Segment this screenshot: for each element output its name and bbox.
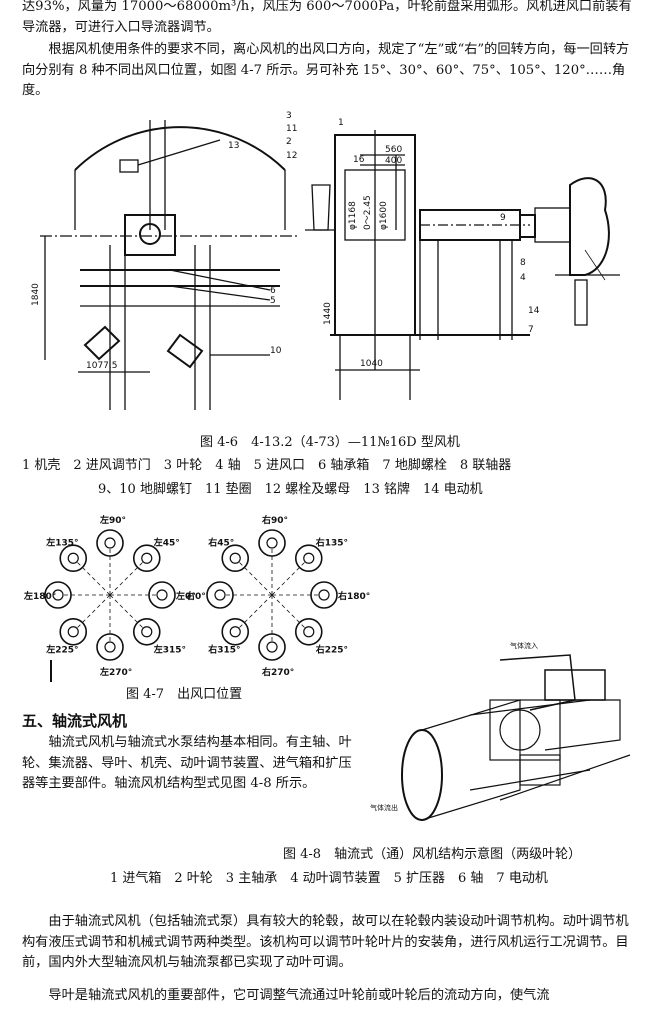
right-outlet-hub — [266, 537, 278, 549]
left-outlet-housing — [44, 581, 72, 609]
paragraph-guide-vane: 导叶是轴流式风机的重要部件，它可调整气流通过叶轮前或叶轮后的流动方向，使气流 — [48, 988, 550, 1003]
right-outlet-housing — [258, 529, 286, 557]
right-outlet-housing — [221, 544, 250, 573]
right-outlet-label: 右0° — [185, 590, 206, 602]
right-outlet-housing — [221, 617, 250, 646]
figure-4-7-outlet-positions: 左90° 左45° 左0° 左315° 左270° 左225° 左180° 左135° 右90°… — [23, 514, 370, 678]
paragraph-blade-adjustment: 由于轴流式风机（包括轴流式泵）具有较大的轮毂，故可以在轮毂内装设动叶调节机构。动… — [22, 914, 629, 970]
right-outlet-hub — [214, 589, 226, 601]
paragraph-intro: 达93%，风量为 17000～68000m³/h，风压为 600～7000Pa，… — [22, 0, 632, 35]
paragraph-outlet-direction: 根据风机使用条件的要求不同，离心风机的出风口方向，规定了“左”或“右”的回转方向… — [22, 42, 630, 98]
right-outlet-label: 右315° — [207, 644, 240, 656]
left-outlet-label: 左180° — [23, 590, 56, 602]
figure-4-7-caption: 图 4-7 出风口位置 — [126, 687, 243, 702]
callout-11: 11 — [286, 124, 297, 134]
right-outlet-housing — [310, 581, 338, 609]
callout-4: 4 — [520, 273, 526, 283]
dim-400: 400 — [385, 156, 402, 166]
right-outlet-hub — [303, 626, 315, 638]
left-outlet-label: 左135° — [45, 536, 78, 548]
left-outlet-housing — [132, 617, 161, 646]
callout-9: 9 — [500, 213, 506, 223]
left-outlet-hub — [156, 589, 168, 601]
right-outlet-hub — [229, 626, 241, 638]
callout-2: 2 — [286, 137, 292, 147]
right-outlet-label: 右270° — [261, 666, 294, 678]
right-outlet-housing — [294, 617, 323, 646]
right-outlet-label: 右180° — [337, 590, 370, 602]
left-outlet-label: 左90° — [99, 514, 126, 526]
callout-8: 8 — [520, 258, 526, 268]
right-outlet-hub — [318, 589, 330, 601]
dim-1840: 1840 — [31, 283, 41, 306]
figure-4-8-caption: 图 4-8 轴流式（通）风机结构示意图（两级叶轮） — [283, 847, 582, 862]
dim-0-2: 0～2.45 — [363, 195, 373, 230]
right-outlet-label: 右45° — [207, 536, 234, 548]
section-heading-axial-fan: 五、轴流式风机 — [22, 712, 128, 730]
callout-3: 3 — [286, 111, 292, 121]
dim-1077: 1077.5 — [86, 361, 118, 371]
callout-1: 1 — [338, 118, 344, 128]
right-outlet-housing — [206, 581, 234, 609]
callout-6: 6 — [270, 286, 276, 296]
dim-560: 560 — [385, 145, 402, 155]
left-outlet-housing — [96, 529, 124, 557]
callout-12: 12 — [286, 151, 297, 161]
right-outlet-hub — [266, 641, 278, 653]
dim-1600: φ1600 — [379, 201, 389, 230]
left-outlet-hub — [141, 626, 153, 638]
left-outlet-hub — [104, 537, 116, 549]
right-outlet-label: 右225° — [315, 644, 348, 656]
left-outlet-housing — [96, 633, 124, 661]
left-outlet-housing — [148, 581, 176, 609]
callout-7: 7 — [528, 325, 534, 335]
left-outlet-label: 左225° — [45, 644, 78, 656]
callout-16: 16 — [353, 155, 365, 165]
text-cursor-mark — [50, 660, 52, 682]
figure-4-6-legend-line1: 1 机壳 2 进风调节门 3 叶轮 4 轴 5 进风口 6 轴承箱 7 地脚螺栓… — [22, 458, 512, 473]
left-outlet-hub — [141, 552, 153, 564]
left-outlet-label: 左270° — [99, 666, 132, 678]
dim-1168: φ1168 — [348, 201, 358, 230]
callout-13: 13 — [228, 141, 239, 151]
callout-10: 10 — [270, 346, 282, 356]
dim-1040: 1040 — [360, 359, 383, 369]
left-outlet-housing — [59, 544, 88, 573]
right-outlet-label: 右135° — [315, 536, 348, 548]
left-outlet-hub — [104, 641, 116, 653]
right-outlet-hub — [303, 552, 315, 564]
figure-4-6-fan-drawing: 13 6 5 10 3 11 2 1 16 12 9 8 4 14 7 1840… — [31, 111, 620, 410]
label-gas-in: 气体流入 — [510, 641, 538, 650]
right-outlet-housing — [258, 633, 286, 661]
right-outlet-hub — [229, 552, 241, 564]
left-outlet-label: 左315° — [153, 644, 186, 656]
dim-1440: 1440 — [323, 302, 333, 325]
callout-5: 5 — [270, 296, 276, 306]
callout-14: 14 — [528, 306, 540, 316]
left-outlet-housing — [132, 544, 161, 573]
figure-4-6-legend-line2: 9、10 地脚螺钉 11 垫圈 12 螺栓及螺母 13 铭牌 14 电动机 — [98, 482, 483, 497]
figure-4-6-caption: 图 4-6 4-13.2（4-73）—11№16D 型风机 — [200, 435, 460, 450]
figure-4-8-legend: 1 进气箱 2 叶轮 3 主轴承 4 动叶调节装置 5 扩压器 6 轴 7 电动… — [110, 871, 548, 886]
left-outlet-label: 左0° — [175, 590, 196, 602]
figure-4-8-axial-fan-drawing: 气体流入 气体流出 — [370, 641, 631, 821]
label-gas-out: 气体流出 — [370, 803, 398, 812]
paragraph-axial-fan: 轴流式风机与轴流式水泵结构基本相同。有主轴、叶轮、集流器、导叶、机壳、动叶调节装… — [22, 735, 352, 791]
left-outlet-hub — [67, 626, 79, 638]
left-outlet-label: 左45° — [153, 536, 180, 548]
right-outlet-housing — [294, 544, 323, 573]
right-outlet-label: 右90° — [261, 514, 288, 526]
left-outlet-hub — [67, 552, 79, 564]
left-outlet-housing — [59, 617, 88, 646]
left-outlet-hub — [52, 589, 64, 601]
